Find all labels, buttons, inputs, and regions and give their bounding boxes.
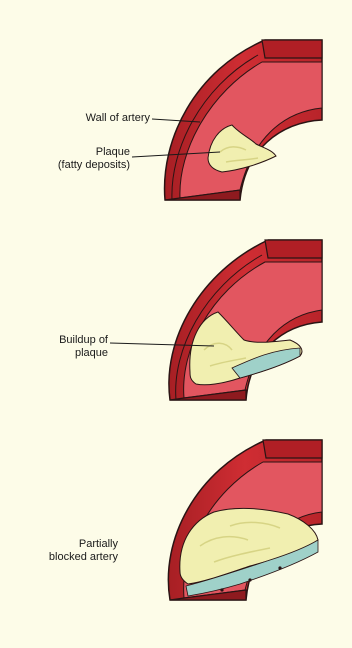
label-line: blocked artery bbox=[49, 551, 118, 564]
label-wall-of-artery: Wall of artery bbox=[86, 112, 150, 125]
artery-panel-1 bbox=[132, 40, 322, 200]
artery-opening-top bbox=[263, 440, 322, 458]
artery-opening-top bbox=[262, 40, 322, 58]
label-line: Plaque bbox=[58, 146, 130, 159]
artery-panel-3 bbox=[168, 440, 322, 600]
label-line: plaque bbox=[59, 347, 108, 360]
label-plaque: Plaque (fatty deposits) bbox=[58, 146, 130, 172]
label-buildup-of-plaque: Buildup of plaque bbox=[59, 334, 108, 360]
label-line: Buildup of bbox=[59, 334, 108, 347]
label-line: Partially bbox=[49, 538, 118, 551]
label-partially-blocked: Partially blocked artery bbox=[49, 538, 118, 564]
artery-lumen bbox=[180, 62, 322, 198]
artery-opening-top bbox=[265, 240, 322, 258]
label-line: Wall of artery bbox=[86, 112, 150, 125]
artery-panel-2 bbox=[110, 240, 322, 400]
label-line: (fatty deposits) bbox=[58, 159, 130, 172]
